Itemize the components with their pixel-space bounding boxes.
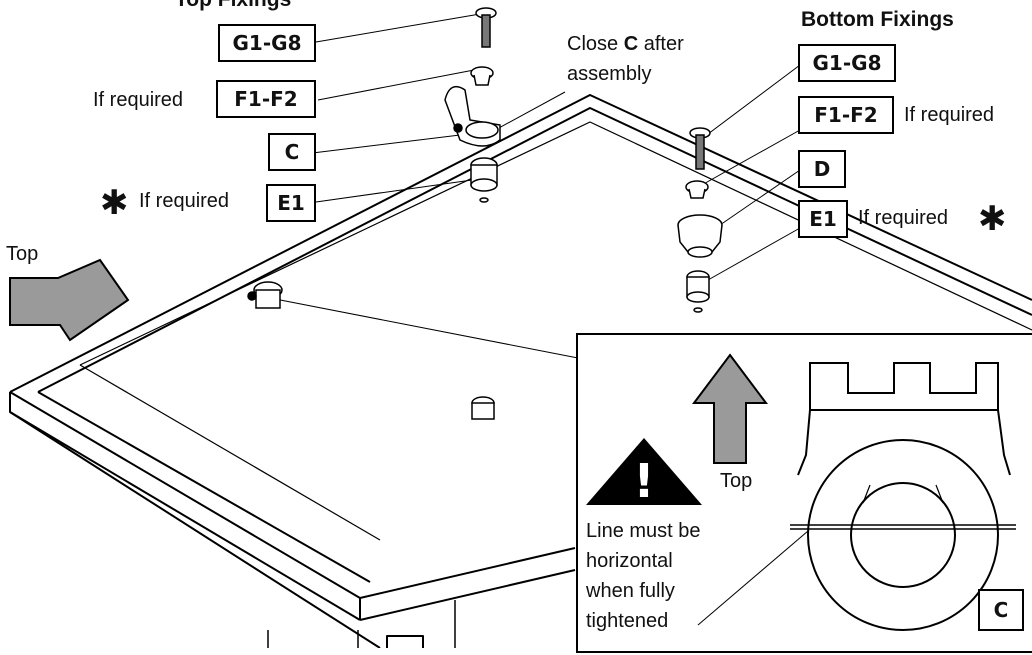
top-arrow-label: Top bbox=[6, 243, 39, 265]
label-c-top: C bbox=[268, 133, 316, 171]
label-e1-bottom: E1 bbox=[798, 200, 848, 238]
close-c-note: Close C after bbox=[567, 33, 684, 55]
warning-symbol: ! bbox=[634, 454, 655, 508]
bottom-d-part-icon bbox=[677, 214, 723, 258]
label-g1-g8-bottom: G1-G8 bbox=[798, 44, 896, 82]
if-required-e-top: If required bbox=[139, 190, 230, 212]
note-line-1: Line must be bbox=[586, 520, 701, 542]
clip-icon bbox=[444, 85, 501, 147]
close-c-note-line2: assembly bbox=[567, 63, 652, 85]
note-line-3: when fully bbox=[586, 580, 675, 602]
label-f1-f2-top: F1-F2 bbox=[216, 80, 316, 118]
top-fixings-title: Top Fixings bbox=[175, 0, 291, 12]
detail-callout: ! Top Line must be horizontal when fully… bbox=[576, 333, 1032, 653]
panel-top-face bbox=[9, 94, 1032, 393]
if-required-e-bottom: If required bbox=[858, 207, 949, 229]
star-icon: ✱ bbox=[100, 183, 129, 223]
label-f1-f2-bottom: F1-F2 bbox=[798, 96, 894, 134]
arrow-up-icon bbox=[692, 353, 768, 464]
top-washer-icon bbox=[470, 66, 494, 86]
if-required-f-top: If required bbox=[93, 89, 184, 111]
label-d-bottom: D bbox=[798, 150, 846, 188]
note-line-4: tightened bbox=[586, 610, 669, 632]
top-spacer-icon bbox=[470, 157, 498, 203]
star-icon-bottom: ✱ bbox=[978, 199, 1007, 239]
bottom-spacer-icon bbox=[686, 270, 710, 313]
label-g1-g8-top: G1-G8 bbox=[218, 24, 316, 62]
detail-drawing: ! bbox=[586, 353, 1016, 631]
callout-top-label: Top bbox=[720, 470, 753, 492]
rim-fixing-icon bbox=[247, 281, 495, 420]
arrow-left-icon bbox=[9, 258, 130, 342]
label-c-detail: C bbox=[978, 589, 1024, 631]
bottom-fixings-title: Bottom Fixings bbox=[801, 8, 954, 31]
note-line-2: horizontal bbox=[586, 550, 673, 572]
label-e1-top: E1 bbox=[266, 184, 316, 222]
warning-icon bbox=[586, 438, 702, 505]
bottom-screw-icon bbox=[689, 127, 711, 170]
top-screw-icon bbox=[475, 7, 497, 48]
bottom-washer-icon bbox=[685, 180, 709, 199]
if-required-f-bottom: If required bbox=[904, 104, 995, 126]
